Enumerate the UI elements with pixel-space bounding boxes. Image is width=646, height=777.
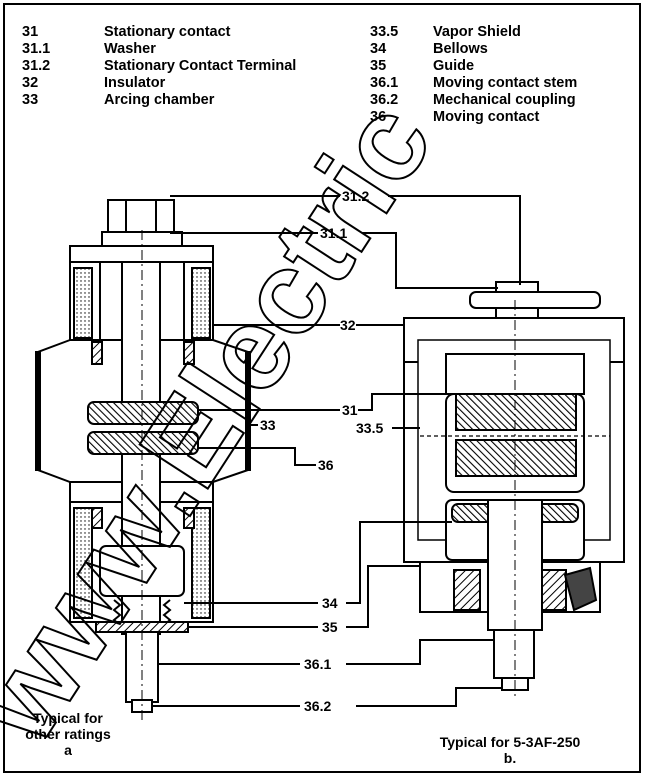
legend-description: Stationary contact xyxy=(104,24,231,40)
caption-a-line2: other ratings xyxy=(25,726,111,742)
caption-a-line1: Typical for xyxy=(33,710,103,726)
leader-lines xyxy=(152,195,521,707)
callout-labels: 31.2 31.1 32 31 33 33.5 36 34 35 36.1 36… xyxy=(260,188,383,714)
caption-b-line1: Typical for 5-3AF-250 xyxy=(439,734,581,750)
callout-36-1: 36.1 xyxy=(304,656,331,672)
legend-code: 32 xyxy=(22,75,39,91)
legend-description: Insulator xyxy=(104,75,166,91)
callout-32: 32 xyxy=(340,317,356,333)
legend-code: 36 xyxy=(370,109,387,125)
legend-code: 35 xyxy=(370,58,387,74)
legend-description: Mechanical coupling xyxy=(433,92,576,108)
callout-31: 31 xyxy=(342,402,358,418)
caption-a-letter: a xyxy=(64,742,72,758)
callout-33: 33 xyxy=(260,417,276,433)
callout-36-2: 36.2 xyxy=(304,698,331,714)
callout-34: 34 xyxy=(322,595,338,611)
legend-description: Bellows xyxy=(433,41,488,57)
legend-code: 31.1 xyxy=(22,41,51,57)
callout-36: 36 xyxy=(318,457,334,473)
legend-description: Guide xyxy=(433,58,475,74)
legend-code: 36.1 xyxy=(370,75,399,91)
interrupter-b xyxy=(403,281,625,696)
callout-31-1: 31.1 xyxy=(320,225,347,241)
callout-35: 35 xyxy=(322,619,338,635)
legend-description: Moving contact stem xyxy=(433,75,578,91)
legend-code: 33.5 xyxy=(370,24,399,40)
legend-description: Moving contact xyxy=(433,109,540,125)
caption-b-letter: b. xyxy=(503,750,517,766)
callout-31-2: 31.2 xyxy=(342,188,369,204)
legend-code: 33 xyxy=(22,92,39,108)
legend-description: Washer xyxy=(104,41,156,57)
legend-description: Vapor Shield xyxy=(433,24,521,40)
legend-code: 36.2 xyxy=(370,92,399,108)
caption-b: Typical for 5-3AF-250 b. xyxy=(420,734,600,766)
legend-description: Arcing chamber xyxy=(104,92,215,108)
legend-code: 31 xyxy=(22,24,39,40)
legend-code: 34 xyxy=(370,41,387,57)
legend-code: 31.2 xyxy=(22,58,51,74)
legend-description: Stationary Contact Terminal xyxy=(104,58,297,74)
callout-33-5: 33.5 xyxy=(356,420,383,436)
caption-a: Typical for other ratings a xyxy=(18,710,118,758)
